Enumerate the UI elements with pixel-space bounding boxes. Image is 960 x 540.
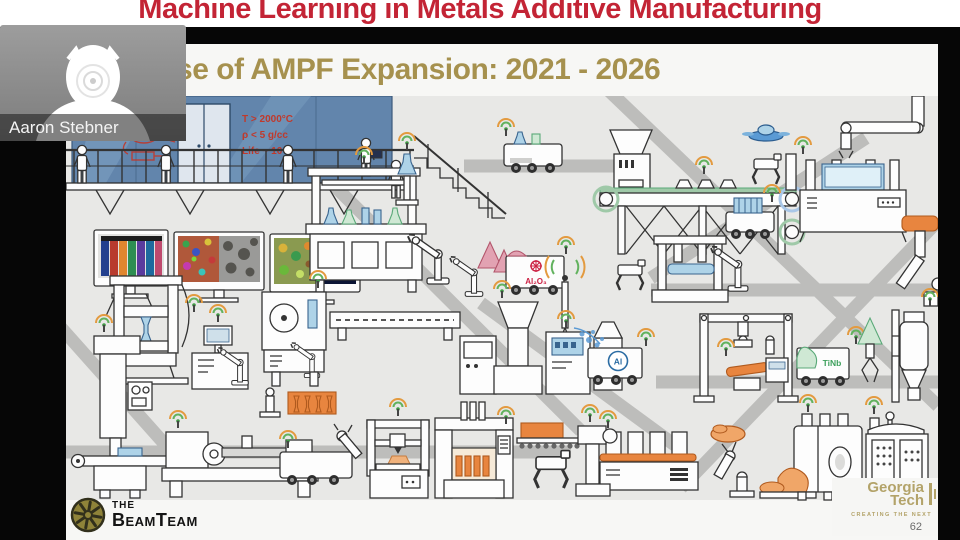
agv-blue-cargo [725, 184, 781, 239]
tinb-label: TiNb [823, 358, 842, 368]
monitor-simulation [93, 229, 169, 317]
four-post-press [651, 235, 749, 303]
spec-line-2: ρ < 5 g/cc [242, 130, 288, 141]
flask-pedestal [395, 132, 419, 206]
slide-title-text: hase of AMPF Expansion: 2021 - 2026 [142, 53, 661, 86]
drone [742, 124, 790, 142]
monitor-microstructure [173, 231, 265, 303]
presentation-title: Machine Learning in Metals Additive Manu… [138, 0, 822, 25]
beamteam-pinwheel-icon [70, 497, 106, 533]
gt-tagline: CREATING THE NEXT [851, 512, 932, 518]
spec-line-3: Life ~ 10⁴ [242, 146, 287, 157]
beamteam-name: BeamTeam [112, 510, 198, 530]
ampf-factory-diagram: T > 2000°C ρ < 5 g/cc Life ~ 10⁴ [66, 96, 938, 540]
tinb-agv: TiNb [796, 326, 865, 386]
belt-furnace [329, 311, 461, 341]
wall-spec-text: T > 2000°C ρ < 5 g/cc Life ~ 10⁴ [242, 114, 293, 157]
slide-title-band: hase of AMPF Expansion: 2021 - 2026 [66, 44, 938, 96]
pedestal-grinder [575, 404, 618, 497]
roller-conveyor-block [516, 422, 582, 449]
green-powder-robot [857, 316, 883, 383]
agv-flasks [497, 118, 563, 173]
milling-machine [70, 314, 171, 499]
specimen-tray [259, 387, 337, 418]
metal-3d-printer [366, 398, 430, 499]
gt-gold-bar [929, 483, 932, 505]
overhead-robot-arm [838, 96, 925, 159]
gt-gold-bar-2 [934, 489, 936, 499]
gt-georgia: Georgia [867, 479, 924, 496]
aluminum-label: Al [614, 357, 623, 367]
tensile-tester [107, 275, 203, 385]
presenter-name: Aaron Stebner [0, 114, 186, 141]
gt-tech: Tech [890, 492, 924, 509]
slide: hase of AMPF Expansion: 2021 - 2026 [66, 44, 938, 540]
console-robot-station [191, 304, 249, 390]
flasks [323, 207, 403, 225]
gantry-cell [693, 313, 799, 403]
door [177, 103, 231, 184]
quench-machine [599, 410, 699, 491]
slide-page-number: 62 [909, 521, 922, 533]
alumina-label: Al₂O₃ [525, 277, 547, 286]
furnace [759, 394, 863, 501]
agv-with-arm [279, 423, 363, 485]
slide-bottom-band [66, 500, 938, 540]
atomizer-tower [891, 288, 938, 403]
powder-processing-cluster [459, 280, 624, 395]
beamteam-the: THE [112, 500, 135, 511]
presentation-title-bar: Machine Learning in Metals Additive Manu… [0, 0, 960, 27]
cnc-furnace [434, 401, 515, 499]
stairs [413, 135, 507, 219]
inspection-table [794, 136, 907, 243]
robot-arm-loaf [710, 424, 755, 498]
disc-saw-machine [261, 270, 327, 387]
chemistry-bench [305, 146, 427, 293]
alumina-agv: Al₂O₃ [447, 236, 575, 298]
aluminum-agv: Al [573, 327, 655, 385]
truss-conveyor [592, 129, 806, 255]
spec-line-1: T > 2000°C [242, 114, 293, 125]
georgia-tech-logo: Georgia Tech CREATING THE NEXT 62 [832, 478, 938, 536]
beamteam-logo: THE BeamTeam [70, 497, 198, 533]
webcam-tile: Aaron Stebner [0, 25, 186, 141]
